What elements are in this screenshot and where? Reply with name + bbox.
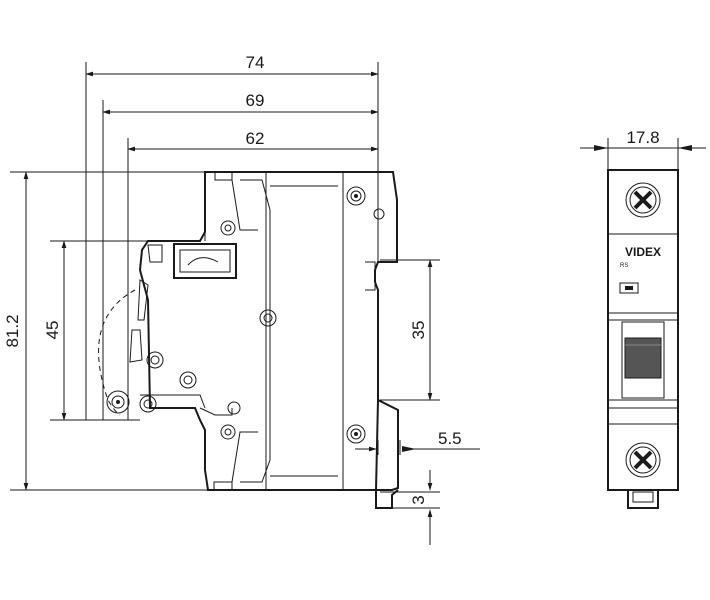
dim-label-74: 74	[246, 53, 265, 72]
dim-label-17-8: 17.8	[626, 128, 659, 147]
screw-top-left	[220, 220, 236, 236]
brand-logo-text: VIDEX	[625, 245, 661, 259]
dim-label-45: 45	[43, 321, 62, 340]
dim-label-35: 35	[409, 321, 428, 340]
status-indicator	[619, 282, 639, 294]
handle-housing	[173, 243, 237, 279]
front-body	[607, 169, 679, 491]
side-view: 74 69 62 81.2 45 35 5.5	[3, 53, 480, 545]
dimension-69: 69	[102, 91, 379, 115]
dim-label-62: 62	[246, 129, 265, 148]
lever-pivot	[106, 390, 130, 414]
toggle-handle[interactable]	[621, 321, 665, 399]
screw-lever-3	[139, 395, 157, 413]
front-din-clip	[627, 490, 659, 509]
dimension-5-5: 5.5	[355, 429, 480, 452]
hole-top-right	[373, 208, 385, 220]
screw-lever-2	[179, 371, 197, 389]
screw-center	[259, 309, 277, 327]
screw-lever-1	[146, 351, 164, 369]
dim-label-3: 3	[409, 495, 428, 504]
model-label: RS	[620, 263, 628, 269]
front-screw-top	[625, 182, 661, 218]
screw-bottom-right	[346, 424, 366, 444]
screw-bottom-left	[220, 424, 236, 440]
dim-label-69: 69	[246, 91, 265, 110]
dimension-74: 74	[85, 53, 379, 77]
dim-label-81-2: 81.2	[3, 314, 22, 347]
lever-swing-arc	[98, 289, 136, 416]
dimension-35: 35	[409, 259, 433, 401]
hole-bottom-mid	[227, 401, 241, 415]
breaker-body-side	[129, 171, 399, 509]
side-screws	[106, 186, 385, 444]
screw-top-right	[346, 186, 366, 206]
front-screw-bottom	[625, 442, 661, 478]
dim-label-5-5: 5.5	[438, 429, 462, 448]
dimension-81-2: 81.2	[3, 171, 29, 491]
dimension-45: 45	[43, 240, 67, 421]
dimension-3: 3	[409, 470, 433, 545]
front-view: 17.8 VIDEX RS	[580, 128, 706, 509]
dimension-62: 62	[127, 129, 379, 152]
dimension-17-8: 17.8	[580, 128, 706, 170]
